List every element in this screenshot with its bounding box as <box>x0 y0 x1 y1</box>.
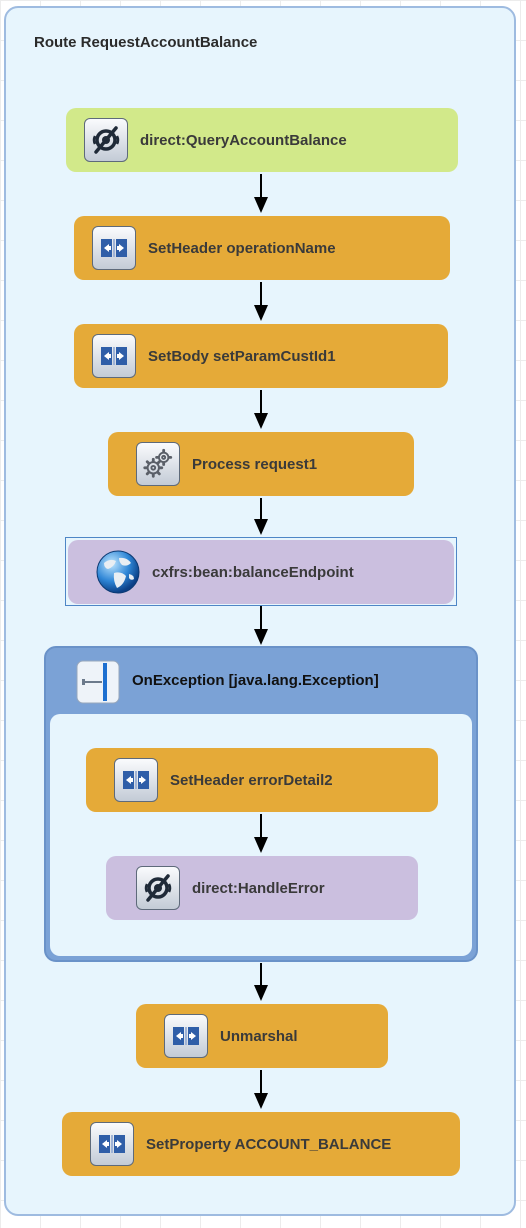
connector-arrow <box>254 174 268 213</box>
node-set-body-set-param-cust-id1[interactable]: SetBody setParamCustId1 <box>74 324 448 388</box>
transform-icon <box>90 1122 134 1166</box>
transform-icon <box>92 334 136 378</box>
selection-outline <box>65 537 457 606</box>
connector-arrow <box>254 963 268 1001</box>
connector-arrow <box>254 282 268 321</box>
node-set-header-error-detail2[interactable]: SetHeader errorDetail2 <box>86 748 438 812</box>
endpoint-icon <box>136 866 180 910</box>
connector-arrow <box>254 606 268 645</box>
node-set-header-operation-name[interactable]: SetHeader operationName <box>74 216 450 280</box>
node-label: SetHeader operationName <box>148 239 336 257</box>
transform-icon <box>114 758 158 802</box>
transform-icon <box>164 1014 208 1058</box>
node-unmarshal[interactable]: Unmarshal <box>136 1004 388 1068</box>
node-label: SetBody setParamCustId1 <box>148 347 336 365</box>
node-label: Process request1 <box>192 455 318 473</box>
node-label: direct:HandleError <box>192 879 325 897</box>
globe-icon <box>94 548 142 596</box>
node-set-property-account-balance[interactable]: SetProperty ACCOUNT_BALANCE <box>62 1112 460 1176</box>
connector-arrow <box>254 814 268 853</box>
node-label: SetProperty ACCOUNT_BALANCE <box>146 1135 392 1153</box>
node-process-request1[interactable]: Process request1 <box>108 432 414 496</box>
endpoint-icon <box>84 118 128 162</box>
route-title: Route RequestAccountBalance <box>34 34 258 51</box>
node-label: direct:QueryAccountBalance <box>140 131 347 149</box>
on-exception-label: OnException [java.lang.Exception] <box>132 672 379 689</box>
node-label: Unmarshal <box>220 1027 298 1045</box>
connector-arrow <box>254 1070 268 1109</box>
node-label: cxfrs:bean:balanceEndpoint <box>152 563 354 581</box>
gears-icon <box>136 442 180 486</box>
node-label: SetHeader errorDetail2 <box>170 771 333 789</box>
connector-arrow <box>254 390 268 429</box>
connector-arrow <box>254 498 268 535</box>
node-cxfrs-bean-balance-endpoint[interactable]: cxfrs:bean:balanceEndpoint <box>68 540 454 604</box>
transform-icon <box>92 226 136 270</box>
exception-icon <box>76 660 120 704</box>
node-direct-query-account-balance[interactable]: direct:QueryAccountBalance <box>66 108 458 172</box>
node-direct-handle-error[interactable]: direct:HandleError <box>106 856 418 920</box>
